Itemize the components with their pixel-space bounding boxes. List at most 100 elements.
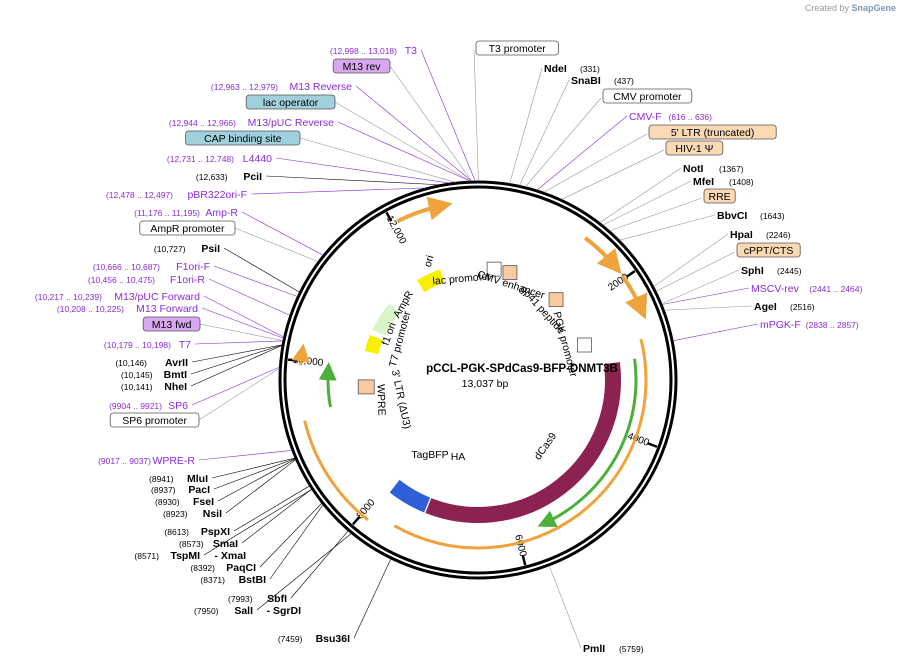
primer-name: M13 Forward — [136, 303, 198, 315]
ampr-light-arc — [372, 303, 400, 336]
label-text: M13 fwd — [152, 319, 192, 331]
site-name: MfeI — [693, 176, 714, 188]
position-text: (9017 .. 9037) — [98, 456, 151, 466]
label-box — [139, 220, 236, 236]
orange-arc-left — [303, 420, 369, 522]
left-label-bstbi: BstBI(8371) — [200, 574, 266, 586]
leader-line — [661, 269, 740, 305]
leader-line — [561, 149, 665, 200]
tagbfp-arc — [389, 479, 431, 513]
leader-line — [673, 323, 759, 342]
leader-line — [420, 49, 476, 182]
primer-name: M13/pUC Reverse — [248, 117, 335, 129]
leader-line — [241, 211, 324, 256]
green-arc-wpre — [318, 362, 337, 408]
position-text: (11,176 .. 11,195) — [134, 208, 200, 218]
left-label-cap-binding-site: CAP binding site — [185, 130, 301, 146]
label-box — [332, 58, 391, 74]
site-name: NdeI — [544, 63, 567, 75]
left-label-bmti: BmtI(10,145) — [121, 369, 187, 381]
position-text: (7459) — [278, 634, 303, 644]
left-label-wpre-r: WPRE-R(9017 .. 9037) — [98, 455, 195, 467]
tick-mark — [625, 270, 636, 278]
position-text: (5759) — [619, 644, 644, 654]
left-label-m13-reverse: M13 Reverse(12,963 .. 12,979) — [211, 81, 352, 93]
leader-line — [259, 503, 322, 568]
left-label-f1ori-f: F1ori-F(10,666 .. 10,687) — [93, 261, 210, 273]
left-label-m13-puc-forward: M13/pUC Forward(10,217 .. 10,239) — [35, 291, 200, 303]
site-name: PaqCI — [226, 562, 256, 574]
leader-line — [609, 197, 703, 232]
position-text: (616 .. 636) — [669, 112, 713, 122]
leader-line — [198, 368, 280, 421]
position-text: (331) — [580, 64, 600, 74]
leader-line — [256, 533, 352, 611]
right-label-5-ltr-truncated: 5' LTR (truncated) — [648, 124, 777, 140]
primer-name: Amp-R — [205, 207, 238, 219]
leader-line — [275, 157, 450, 184]
label-box — [602, 88, 693, 104]
label-text: 5' LTR (truncated) — [671, 127, 755, 139]
label-text: M13 rev — [343, 61, 382, 73]
label-text: CMV promoter — [613, 91, 682, 103]
position-text: (8613) — [164, 527, 189, 537]
feature-box — [502, 265, 518, 281]
position-text: (12,633) — [196, 172, 228, 182]
right-label-cppt-cts: cPPT/CTS — [736, 242, 801, 258]
position-text: (10,217 .. 10,239) — [35, 292, 102, 302]
feature-label-ha: HA — [451, 451, 466, 463]
position-text: (7993) — [228, 594, 253, 604]
left-label-sali: SalI(7950) — [194, 605, 253, 617]
leader-line — [199, 323, 283, 342]
site-name: AvrII — [165, 357, 188, 369]
left-label-sp6: SP6(9904 .. 9921) — [109, 400, 188, 412]
label-box — [109, 412, 200, 428]
position-text: (12,944 .. 12,966) — [169, 118, 236, 128]
leader-line — [525, 97, 602, 187]
leader-line — [223, 247, 300, 293]
primer-name: T3 — [405, 45, 417, 57]
right-label-mpgk-f: mPGK-F(2838 .. 2857) — [760, 319, 859, 331]
leader-line — [334, 101, 471, 182]
left-label-t7: T7(10,179 .. 10,198) — [104, 339, 191, 351]
left-label-t3: T3(12,998 .. 13,018) — [330, 45, 417, 57]
right-label-bbvci: BbvCI(1643) — [717, 210, 785, 222]
position-text: (10,666 .. 10,687) — [93, 262, 160, 272]
position-text: (10,208 .. 10,225) — [57, 304, 124, 314]
leader-line — [233, 485, 310, 532]
site-name: SphI — [741, 265, 764, 277]
credit-brand: SnapGene — [851, 3, 896, 13]
label-box — [475, 40, 559, 56]
leader-line — [355, 85, 472, 182]
left-label-sbfi: SbfI(7993) — [228, 593, 287, 605]
position-text: (1408) — [729, 177, 754, 187]
position-text: (8371) — [200, 575, 225, 585]
leader-line — [509, 67, 543, 184]
label-text: CAP binding site — [204, 133, 282, 145]
green-arc-right — [537, 358, 638, 528]
feature-label-tagbfp: TagBFP — [411, 449, 448, 461]
left-label-smai: SmaI(8573) — [179, 538, 238, 550]
site-name: NheI — [164, 381, 187, 393]
label-box — [185, 130, 301, 146]
right-label-hpai: HpaI(2246) — [730, 229, 791, 241]
leader-line — [473, 49, 479, 182]
left-label-paqci: PaqCI(8392) — [190, 562, 256, 574]
left-label-ampr-promoter: AmpR promoter — [139, 220, 236, 236]
leader-line — [269, 504, 324, 580]
label-box — [142, 316, 201, 332]
feature-box — [548, 292, 564, 308]
left-label-lac-operator: lac operator — [245, 94, 336, 110]
feature-arcs — [291, 196, 648, 550]
rre-arc — [583, 236, 622, 275]
right-label-noti: NotI(1367) — [683, 163, 744, 175]
feature-label-wpre: WPRE — [374, 384, 387, 416]
left-label-bsu36i: Bsu36I(7459) — [278, 633, 350, 645]
large-orange-arc — [393, 338, 648, 550]
left-label-m13-forward: M13 Forward (10,208 .. 10,225) — [57, 303, 198, 315]
tick-mark — [385, 211, 393, 222]
leader-line — [599, 167, 682, 223]
site-name: FseI — [193, 496, 214, 508]
